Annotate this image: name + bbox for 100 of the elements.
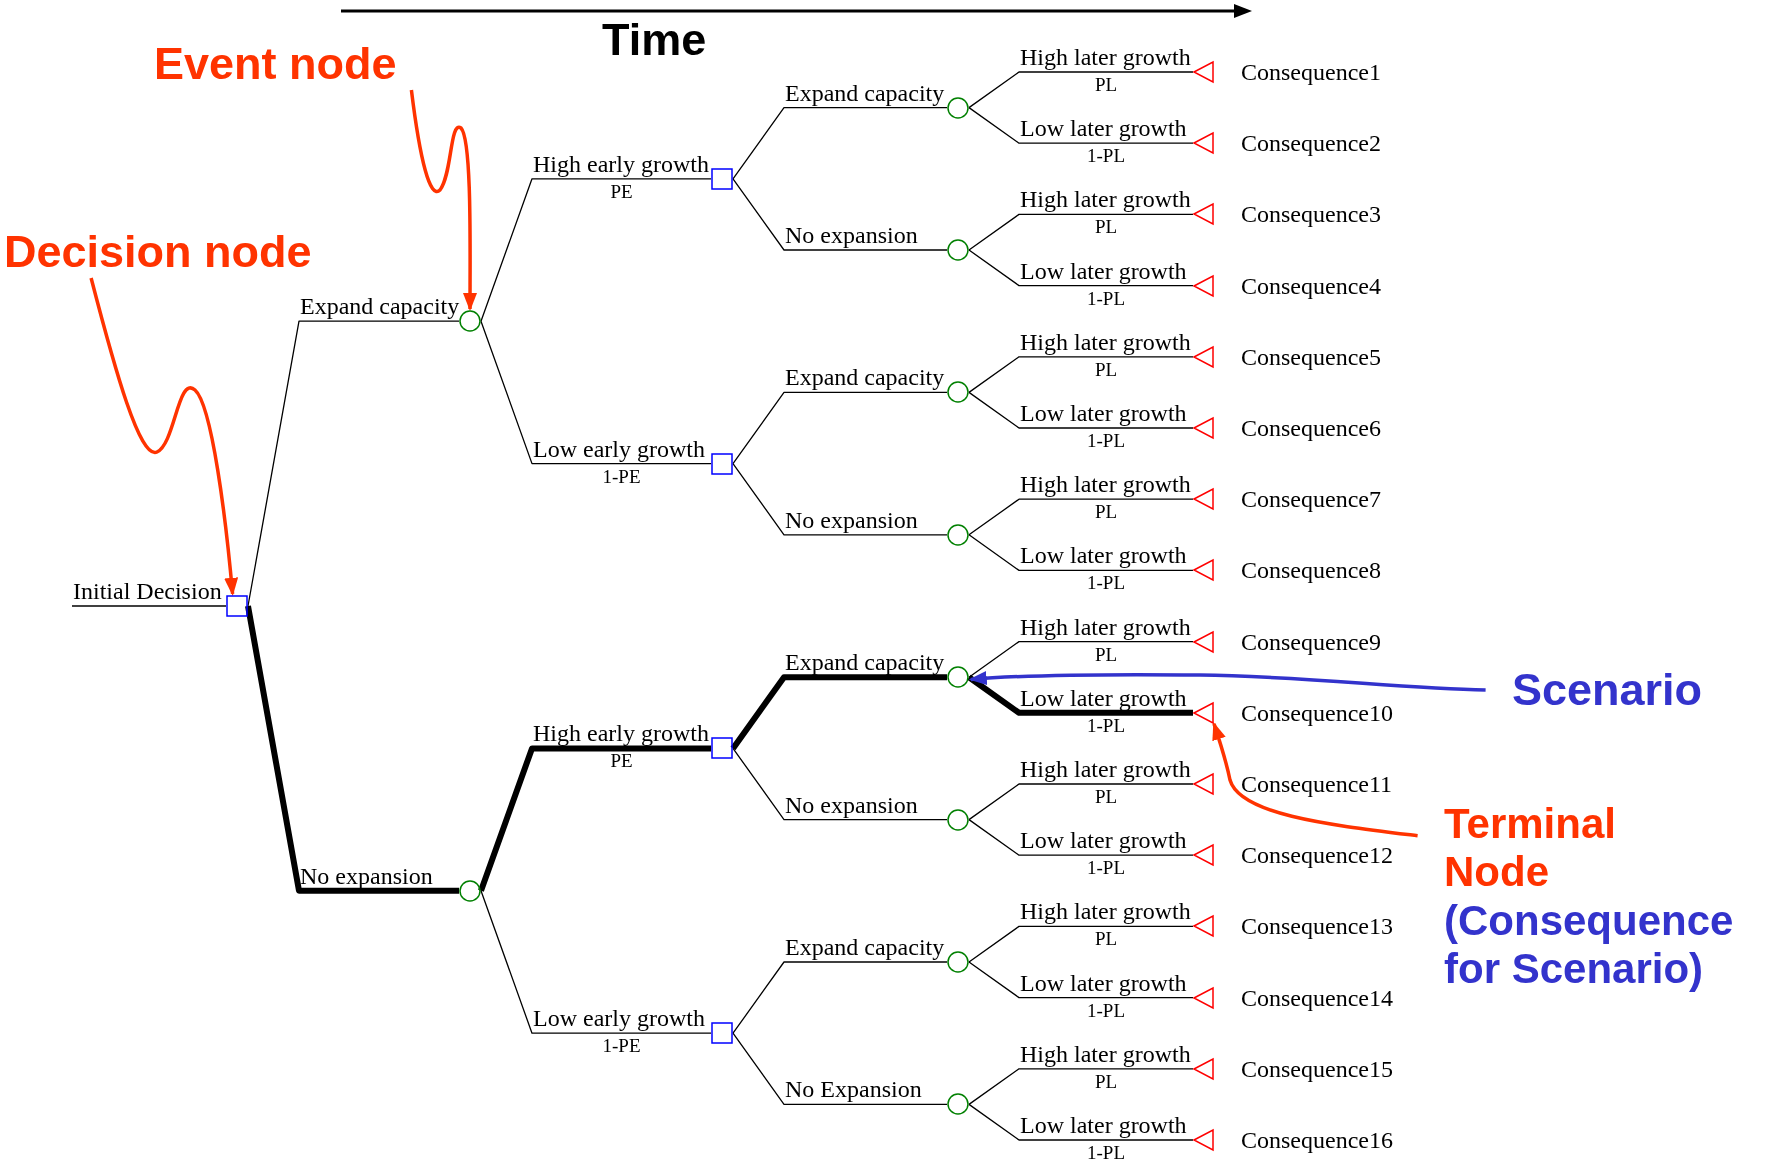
consequence-label: Consequence9 [1241, 628, 1381, 655]
branch-line [247, 320, 460, 607]
terminal-triangle [1193, 203, 1213, 226]
consequence-label: Consequence3 [1241, 201, 1381, 228]
terminal-triangle [1193, 773, 1213, 795]
consequence-label: Consequence10 [1241, 699, 1393, 726]
decision-square [711, 167, 733, 190]
consequence-label: Consequence11 [1241, 771, 1393, 797]
time-label: Time [602, 14, 707, 66]
terminal-triangle [1193, 1129, 1213, 1151]
terminal-triangle [1193, 132, 1213, 155]
branch-line [732, 747, 948, 821]
branch-label: No expansion [300, 862, 433, 889]
branch-line [732, 961, 948, 1034]
branch-line [968, 391, 1194, 429]
branch-label: Low early growth [533, 435, 705, 462]
probability-label: PE [610, 750, 633, 772]
thick-branch-line [967, 674, 1193, 716]
terminal-triangle [1193, 844, 1213, 867]
consequence-label: Consequence14 [1241, 984, 1393, 1011]
pointer-arrow [968, 671, 1486, 692]
terminal-triangle [1193, 488, 1213, 511]
pointer-arrow [1212, 721, 1418, 838]
consequence-label: Consequence7 [1241, 486, 1381, 513]
chance-circle [947, 523, 969, 546]
thick-branch-line [478, 745, 711, 892]
chance-circle [947, 666, 969, 689]
probability-label: 1-PE [602, 1035, 641, 1057]
branch-line [480, 890, 712, 1034]
branch-label: High later growth [1020, 898, 1191, 925]
branch-line [732, 106, 948, 180]
branch-line [968, 213, 1194, 251]
terminal-triangle [1193, 559, 1213, 582]
consequence-label: Consequence12 [1241, 842, 1393, 869]
probability-label: 1-PL [1087, 1142, 1125, 1163]
chance-circle [947, 808, 969, 831]
probability-label: PE [610, 180, 633, 202]
chance-circle [459, 879, 481, 902]
consequence-label: Consequence6 [1241, 415, 1381, 441]
terminal-triangle [1193, 417, 1213, 439]
branch-line [732, 1032, 948, 1106]
branch-line [968, 249, 1194, 287]
branch-label: Low later growth [1020, 827, 1187, 854]
chance-circle [947, 381, 969, 404]
callout-text: Terminal Node [1444, 800, 1617, 897]
terminal-triangle [1193, 986, 1213, 1009]
decision-square [711, 452, 733, 475]
branch-label: High later growth [1020, 1040, 1191, 1067]
consequence-label: Consequence15 [1241, 1055, 1393, 1082]
terminal-triangle [1193, 915, 1213, 938]
branch-label: Low later growth [1020, 115, 1187, 142]
branch-label: High later growth [1020, 328, 1191, 355]
branch-line [732, 391, 948, 465]
terminal-triangle [1193, 274, 1213, 297]
chance-circle [459, 310, 481, 333]
consequence-label: Consequence13 [1241, 913, 1393, 940]
branch-label: No expansion [785, 506, 918, 533]
branch-label: High later growth [1020, 613, 1191, 640]
branch-label: No expansion [785, 791, 918, 818]
terminal-triangle [1193, 701, 1213, 724]
probability-label: PL [1094, 1070, 1118, 1092]
probability-label: PL [1094, 358, 1118, 380]
consequence-label: Consequence1 [1241, 59, 1381, 85]
branch-line [732, 178, 948, 251]
probability-label: 1-PL [1087, 999, 1125, 1021]
branch-line [968, 1103, 1194, 1141]
pointer-arrow [409, 89, 478, 312]
consequence-label: Consequence2 [1241, 130, 1381, 157]
branch-line [480, 178, 712, 322]
probability-label: PL [1094, 216, 1118, 238]
branch-line [968, 356, 1194, 394]
probability-label: PL [1094, 786, 1118, 807]
terminal-triangle [1193, 1057, 1213, 1080]
branch-line [71, 605, 227, 607]
consequence-label: Consequence5 [1241, 343, 1381, 370]
branch-label: Low later growth [1020, 684, 1187, 711]
branch-label: High early growth [533, 720, 709, 747]
probability-label: 1-PL [1087, 857, 1125, 879]
decision-square [711, 737, 733, 760]
branch-label: No expansion [785, 222, 918, 248]
branch-label: High later growth [1020, 44, 1191, 70]
terminal-triangle [1193, 345, 1213, 368]
consequence-label: Consequence16 [1241, 1127, 1393, 1153]
branch-line [968, 783, 1194, 821]
probability-label: 1-PL [1087, 572, 1125, 594]
callout-text: Event node [154, 38, 397, 90]
callout-text: Decision node [4, 226, 312, 278]
terminal-triangle [1193, 630, 1213, 653]
branch-line [968, 1068, 1194, 1106]
branch-label: Expand capacity [785, 364, 945, 391]
branch-line [968, 71, 1194, 109]
terminal-triangle [1193, 61, 1213, 83]
branch-label: Low later growth [1020, 400, 1187, 426]
branch-label: High early growth [533, 150, 709, 177]
probability-label: PL [1094, 501, 1118, 523]
chance-circle [947, 239, 969, 261]
branch-line [480, 320, 712, 465]
branch-line [968, 534, 1194, 572]
branch-label: High later growth [1020, 186, 1191, 213]
branch-line [968, 498, 1194, 536]
